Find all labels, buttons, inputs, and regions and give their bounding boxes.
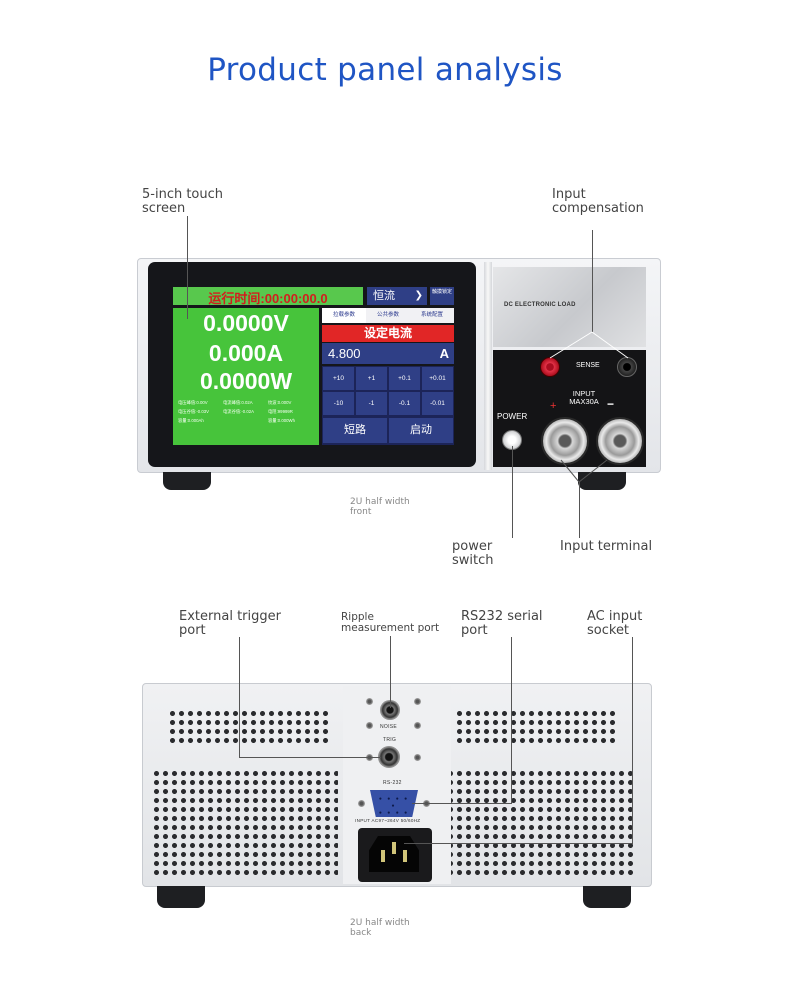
stat-item: 容量:0.000Wh: [268, 418, 295, 423]
brand-label: DC ELECTRONIC LOAD: [504, 302, 576, 308]
ac-pin: [403, 850, 407, 862]
plus-sign: +: [550, 400, 557, 412]
input-terminal-negative[interactable]: [596, 417, 644, 465]
ac-pin: [381, 850, 385, 862]
key-plus-0-01[interactable]: +0.01: [422, 367, 453, 390]
trigger-bnc-port[interactable]: [378, 746, 400, 768]
input-terminal-positive[interactable]: [541, 417, 589, 465]
tab-load-params[interactable]: 拉载参数: [322, 308, 366, 323]
screw: [414, 754, 421, 761]
ac-input-rating: INPUT AC97~264V 50/60HZ: [355, 818, 421, 823]
front-divider: [484, 262, 492, 470]
callout-touch-screen: 5-inch touch screen: [142, 187, 224, 216]
run-time-bar: [173, 287, 363, 305]
stat-item: 纹波:0.000V: [268, 400, 292, 405]
leader-ac-input-h: [404, 843, 633, 844]
caption-back-text: 2U half width back: [350, 918, 410, 938]
caption-front-text: 2U half width front: [350, 497, 410, 517]
vent-top-right: [455, 709, 619, 747]
screw: [366, 722, 373, 729]
page-title: Product panel analysis: [207, 52, 563, 88]
screw: [414, 722, 421, 729]
touch-lock-button[interactable]: 触摸锁定: [430, 287, 454, 305]
rs232-label: RS-232: [383, 780, 402, 786]
rs232-pins: ● ● ● ● ●● ● ● ●: [378, 796, 410, 816]
mode-select[interactable]: 恒流 ❯: [367, 287, 427, 305]
stat-item: 电流谷值:-0.02A: [223, 409, 255, 414]
stat-item: 容量:0.000Ah: [178, 418, 204, 423]
leader-input-compensation: [592, 230, 593, 332]
readout-panel: [173, 308, 319, 445]
leader-input-compensation-branches: [549, 331, 629, 359]
ac-pin: [392, 842, 396, 854]
leader-rs232-h: [412, 803, 512, 804]
back-right-foot: [583, 886, 631, 908]
key-plus-10[interactable]: +10: [323, 367, 354, 390]
voltage-readout: 0.0000V: [203, 310, 289, 336]
power-label: POWER: [497, 412, 528, 421]
rs232-port[interactable]: [370, 790, 418, 817]
leader-touch-screen: [187, 216, 188, 319]
front-right-foot: [578, 472, 626, 490]
short-circuit-button[interactable]: 短路: [323, 418, 387, 443]
power-readout: 0.0000W: [199, 368, 293, 394]
caption-front: 2U half width front: [350, 497, 420, 517]
callout-input-compensation: Input compensation: [552, 187, 644, 216]
screen-tabs: 拉载参数 公共参数 系统配置: [322, 308, 454, 323]
stats-block: 电压峰值:0.00V 电流峰值:0.02A 纹波:0.000V 电压谷值:-0.03…: [178, 399, 316, 426]
stat-item: 电阻:99999R: [268, 409, 293, 414]
brand-plate: [493, 267, 646, 347]
leader-input-terminal: [579, 482, 580, 538]
leader-ripple: [390, 636, 391, 708]
key-minus-1[interactable]: -1: [356, 392, 387, 415]
leader-power-switch: [512, 446, 513, 538]
leader-rs232-v: [511, 637, 512, 804]
screw: [358, 800, 365, 807]
screw: [414, 698, 421, 705]
start-button[interactable]: 启动: [389, 418, 453, 443]
callout-ac-input: AC input socket: [587, 609, 643, 638]
key-minus-10[interactable]: -10: [323, 392, 354, 415]
vent-top-left: [168, 709, 330, 747]
noise-bnc-port[interactable]: [380, 700, 400, 720]
minus-sign: −: [607, 397, 615, 411]
stat-item: 电流峰值:0.02A: [223, 400, 253, 405]
leader-input-terminal-branches: [560, 459, 608, 483]
callout-input-terminal: Input terminal: [560, 539, 653, 554]
callout-external-trigger: External trigger port: [179, 609, 281, 638]
tab-system-config[interactable]: 系统配置: [420, 312, 443, 318]
key-plus-1[interactable]: +1: [356, 367, 387, 390]
current-readout: 0.000A: [208, 340, 284, 366]
chevron-down-icon: ❯: [414, 290, 423, 301]
key-minus-0-1[interactable]: -0.1: [389, 392, 420, 415]
set-current-title: 设定电流: [322, 325, 454, 342]
stat-item: 电压峰值:0.00V: [178, 400, 208, 405]
key-minus-0-01[interactable]: -0.01: [422, 392, 453, 415]
input-rating-label: INPUT MAX30A: [569, 389, 599, 406]
callout-power-switch: power switch: [452, 539, 494, 568]
run-time-display: 运行时间:00:00:00.0: [208, 291, 328, 306]
screw: [366, 698, 373, 705]
set-current-unit: A: [439, 346, 449, 361]
trig-label: TRIG: [383, 737, 397, 743]
callout-ripple: Ripple measurement port: [341, 611, 440, 634]
stat-item: 电压谷值:-0.03V: [178, 409, 210, 414]
vent-bottom-right: [437, 769, 635, 877]
leader-ac-input-v: [632, 637, 633, 844]
noise-label: NOISE: [380, 724, 398, 730]
leader-external-trigger-h: [239, 757, 381, 758]
set-current-input[interactable]: 4.800 A: [322, 343, 454, 364]
set-current-value: 4.800: [328, 346, 361, 361]
tab-common-params[interactable]: 公共参数: [376, 312, 399, 318]
caption-back: 2U half width back: [350, 918, 420, 938]
vent-bottom-left: [152, 769, 338, 877]
step-keypad: +10 +1 +0.1 +0.01 -10 -1 -0.1 -0.01 短路 启…: [322, 366, 454, 445]
leader-external-trigger-v: [239, 637, 240, 758]
sense-label: SENSE: [576, 362, 600, 369]
mode-value: 恒流: [373, 290, 395, 302]
callout-rs232: RS232 serial port: [461, 609, 543, 638]
front-left-foot: [163, 472, 211, 490]
back-left-foot: [157, 886, 205, 908]
key-plus-0-1[interactable]: +0.1: [389, 367, 420, 390]
